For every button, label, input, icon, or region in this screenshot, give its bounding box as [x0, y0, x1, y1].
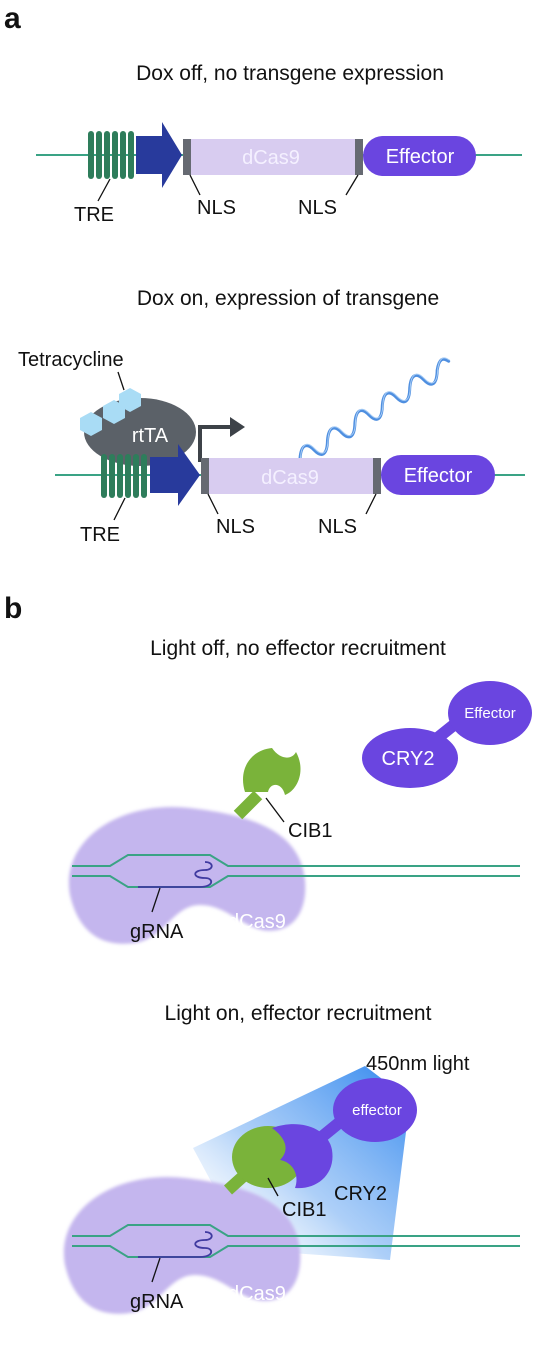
cry2-label: CRY2	[382, 748, 435, 770]
effector-domain	[381, 455, 495, 495]
cib1-label: CIB1	[288, 820, 332, 842]
nls-right-label: NLS	[318, 516, 357, 538]
nls-right	[373, 458, 381, 494]
dox-off-title: Dox off, no transgene expression	[136, 62, 444, 85]
effector-domain	[448, 681, 532, 745]
dox-off-construct: Dox off, no transgene expression dCas9 E…	[36, 62, 522, 226]
nls-right	[355, 139, 363, 175]
nls-left	[183, 139, 191, 175]
dcas9-box	[201, 458, 377, 494]
nls-right-label: NLS	[298, 197, 337, 219]
tre-label: TRE	[80, 524, 120, 546]
dna-strand-top	[72, 1224, 520, 1237]
dcas9-protein	[63, 1176, 301, 1314]
effector-label: Effector	[404, 465, 473, 487]
cry2-protein	[362, 728, 458, 788]
mrna-wave-icon	[269, 357, 451, 474]
panel-b-label: b	[4, 592, 22, 625]
dcas9-label: dCas9	[228, 911, 286, 933]
grna-label: gRNA	[130, 1291, 184, 1313]
effector-domain	[333, 1078, 417, 1142]
tetracycline-hexagon-icon	[80, 388, 141, 436]
effector-label: effector	[352, 1102, 402, 1119]
nls-left-label: NLS	[216, 516, 255, 538]
tre-label: TRE	[74, 204, 114, 226]
rtta-label: rtTA	[132, 425, 169, 447]
light-off-title: Light off, no effector recruitment	[150, 637, 446, 660]
effector-label: Effector	[386, 146, 455, 168]
light-off-scene: Light off, no effector recruitment Effec…	[68, 637, 532, 944]
promoter-arrow-icon	[136, 122, 182, 188]
grna-strand	[138, 861, 213, 888]
nls-left	[201, 458, 209, 494]
dcas9-box	[183, 139, 359, 175]
light-on-scene: Light on, effector recruitment 450nm lig…	[63, 1002, 520, 1314]
cib1-protein	[243, 748, 301, 795]
dcas9-protein	[68, 806, 306, 944]
dna-strand-top	[72, 854, 520, 867]
tre-elements	[101, 454, 147, 498]
grna-label: gRNA	[130, 921, 184, 943]
transcription-arrow-icon	[198, 425, 232, 462]
dcas9-label: dCas9	[261, 467, 319, 489]
effector-domain	[363, 136, 476, 176]
promoter-arrow-icon	[150, 444, 200, 506]
nls-left-label: NLS	[197, 197, 236, 219]
dcas9-label: dCas9	[228, 1283, 286, 1305]
grna-strand	[138, 1231, 213, 1258]
dcas9-label: dCas9	[242, 147, 300, 169]
effector-label: Effector	[464, 705, 515, 722]
tetracycline-label: Tetracycline	[18, 349, 124, 371]
cry2-label: CRY2	[334, 1183, 387, 1205]
dox-on-construct: Dox on, expression of transgene Tetracyc…	[18, 287, 525, 546]
tre-elements	[88, 131, 134, 179]
light-on-title: Light on, effector recruitment	[165, 1002, 432, 1025]
cry2-protein	[272, 1124, 333, 1189]
light-label: 450nm light	[366, 1053, 470, 1075]
dox-on-title: Dox on, expression of transgene	[137, 287, 439, 310]
cib1-label: CIB1	[282, 1199, 326, 1221]
panel-a-label: a	[4, 2, 21, 35]
